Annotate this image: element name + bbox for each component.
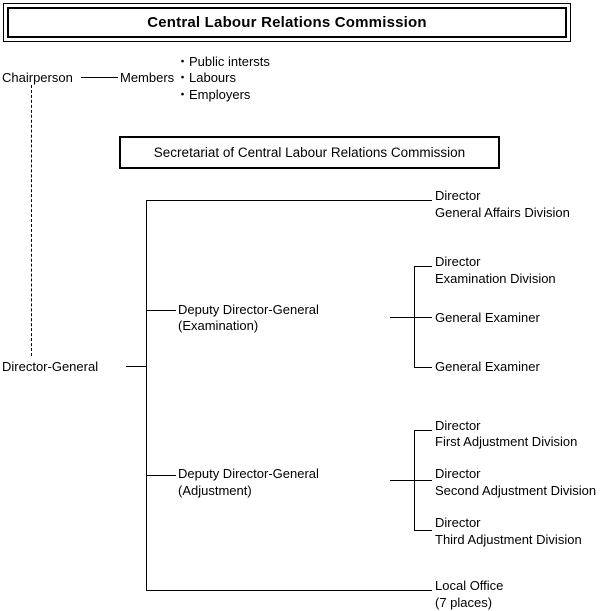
second-adjustment-connector — [414, 480, 432, 481]
general-examiner-1-connector — [414, 317, 432, 318]
commission-title-box-inner: Central Labour Relations Commission — [7, 7, 567, 38]
secretariat-title: Secretariat of Central Labour Relations … — [153, 145, 466, 160]
adjustment-subtrunk-inlet — [390, 480, 414, 481]
member-type-employers: ・Employers — [176, 87, 251, 102]
third-adjustment-division: Third Adjustment Division — [435, 532, 582, 547]
main-trunk-vertical — [146, 200, 147, 590]
chairperson-director-general-dashed-link — [31, 85, 32, 356]
general-examiner-1: General Examiner — [435, 310, 540, 325]
member-type-public-interests: ・Public intersts — [176, 54, 270, 69]
deputy-adjustment-scope: (Adjustment) — [178, 483, 252, 498]
secretariat-box: Secretariat of Central Labour Relations … — [119, 136, 500, 169]
deputy-adjustment-connector — [146, 475, 176, 476]
third-adjustment-role: Director — [435, 515, 481, 530]
general-affairs-connector — [146, 200, 432, 201]
general-examiner-2-connector — [414, 367, 432, 368]
second-adjustment-division: Second Adjustment Division — [435, 483, 597, 498]
commission-title-box: Central Labour Relations Commission — [3, 3, 571, 42]
general-examiner-2: General Examiner — [435, 359, 540, 374]
deputy-examination-scope: (Examination) — [178, 318, 259, 333]
second-adjustment-role: Director — [435, 466, 481, 481]
examination-subtrunk-vertical — [414, 266, 415, 367]
third-adjustment-connector — [414, 530, 432, 531]
director-general-label: Director-General — [2, 359, 99, 374]
local-office-label: Local Office — [435, 578, 504, 593]
chairperson-label: Chairperson — [2, 70, 73, 85]
chairperson-members-connector — [81, 77, 118, 78]
examination-division-name: Examination Division — [435, 271, 556, 286]
general-affairs-role: Director — [435, 188, 481, 203]
page-title: Central Labour Relations Commission — [147, 14, 427, 31]
first-adjustment-connector — [414, 430, 432, 431]
examination-division-connector — [414, 266, 432, 267]
director-general-connector — [126, 366, 147, 367]
examination-division-role: Director — [435, 254, 481, 269]
local-office-connector — [146, 590, 432, 591]
first-adjustment-role: Director — [435, 418, 481, 433]
deputy-adjustment-role: Deputy Director-General — [178, 466, 319, 481]
deputy-examination-role: Deputy Director-General — [178, 302, 319, 317]
member-type-labours: ・Labours — [176, 70, 236, 85]
local-office-count: (7 places) — [435, 595, 493, 610]
examination-subtrunk-inlet — [390, 317, 414, 318]
first-adjustment-division: First Adjustment Division — [435, 434, 578, 449]
general-affairs-division: General Affairs Division — [435, 205, 570, 220]
deputy-examination-connector — [146, 310, 176, 311]
members-label: Members — [120, 70, 175, 85]
